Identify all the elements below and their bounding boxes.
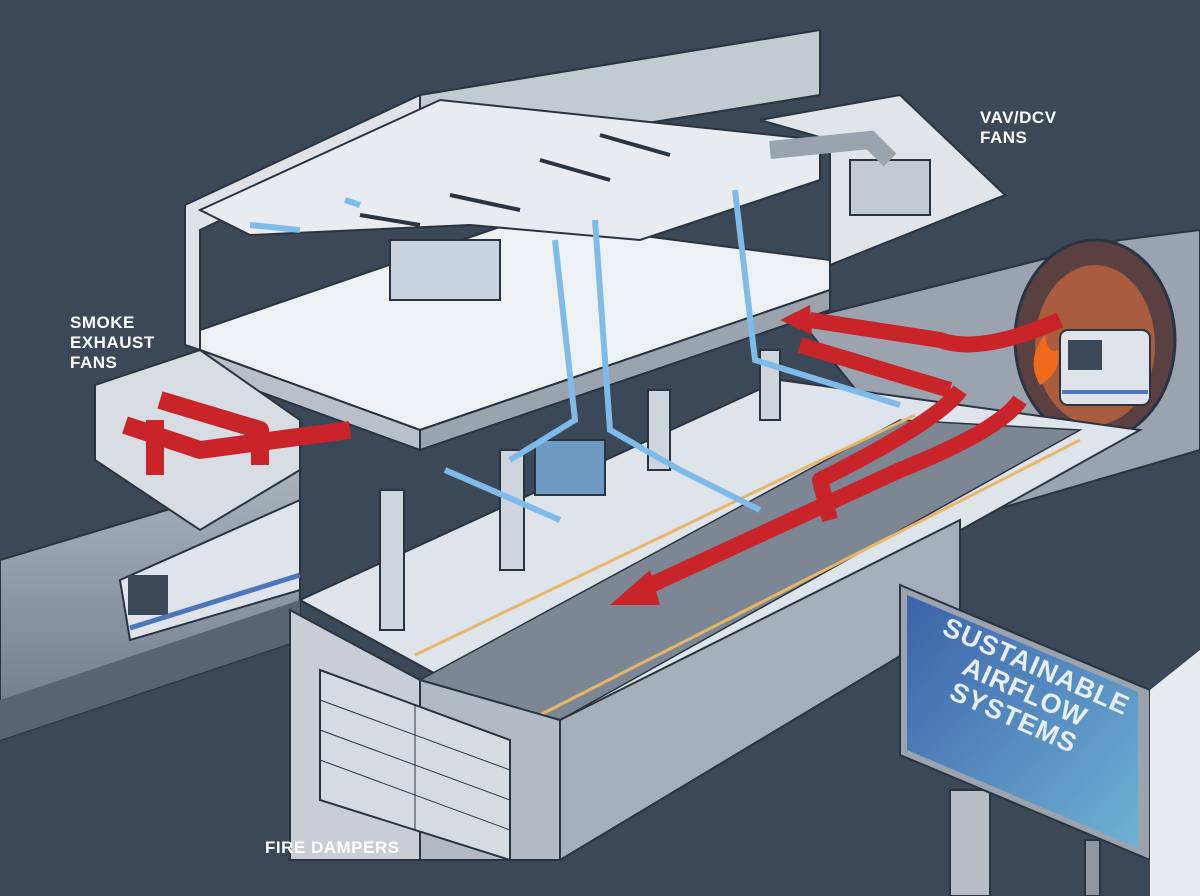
vav-dcv-fans-label: VAV/DCV FANS: [980, 108, 1057, 148]
fire-dampers-grille: [319, 668, 511, 862]
column: [379, 489, 405, 631]
vav-dcv-fan-unit: [849, 159, 931, 216]
right-train: [1059, 329, 1151, 406]
floor-right: [1150, 650, 1200, 896]
smoke-exhaust-ducts: [122, 391, 352, 475]
ceiling-vents: [359, 133, 671, 227]
supply-air-arrows: [249, 189, 901, 523]
fire-dampers-label: FIRE DAMPERS: [265, 838, 400, 857]
sign: [899, 583, 1151, 896]
smoke-exhaust-fans-label: SMOKE EXHAUST FANS: [70, 313, 155, 373]
ticket-booth: [389, 239, 501, 301]
fire-icon: [1033, 335, 1059, 385]
left-track: [0, 600, 300, 740]
info-screen: [534, 439, 606, 496]
column: [499, 449, 525, 571]
label-line: FANS: [70, 353, 118, 372]
column: [647, 389, 671, 471]
left-train: [118, 498, 301, 642]
smoke-arrowhead: [610, 570, 660, 605]
label-line: VAV/DCV: [980, 108, 1057, 127]
label-line: EXHAUST: [70, 333, 155, 352]
label-line: SMOKE: [70, 313, 135, 332]
smoke-flow-arrows: [636, 312, 1064, 598]
label-line: FANS: [980, 128, 1028, 147]
ceiling-plenum: [197, 98, 821, 242]
smoke-arrowhead: [780, 305, 812, 335]
